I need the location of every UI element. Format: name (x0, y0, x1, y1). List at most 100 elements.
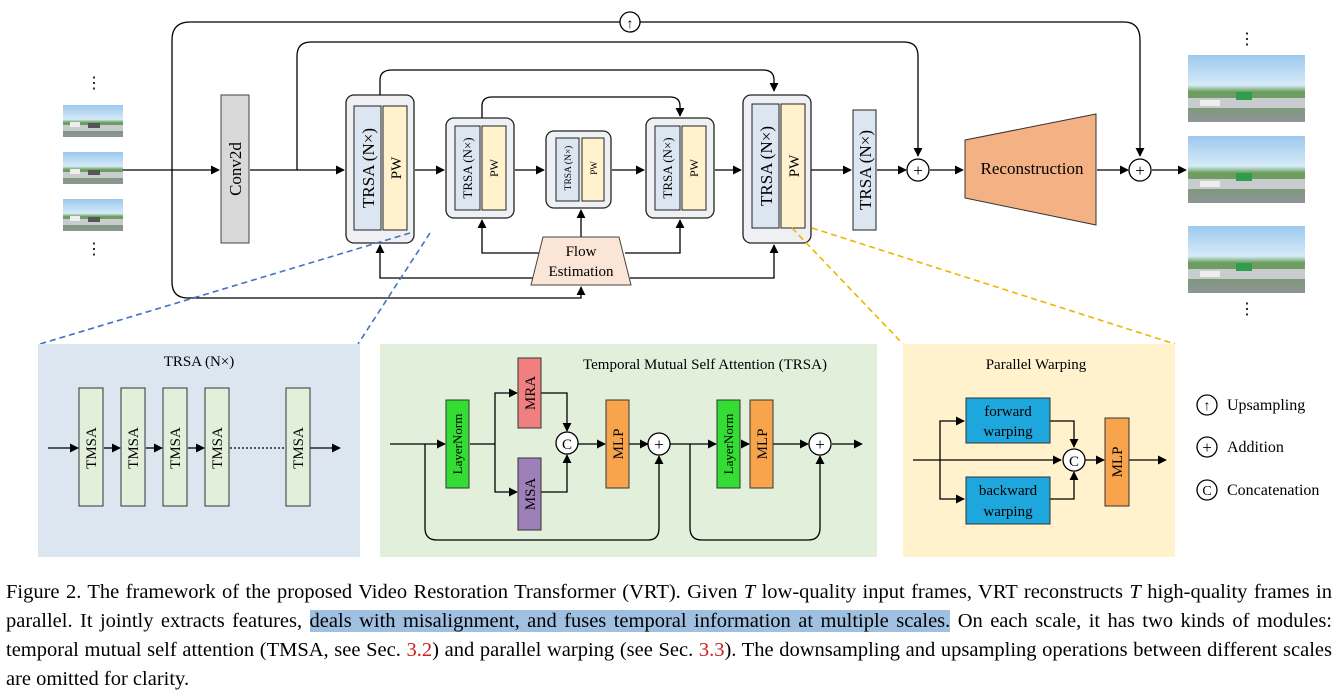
input-frames: ⋮ ⋮ (63, 75, 123, 258)
forward-warping-block: forward warping (965, 397, 1051, 444)
tmsa-label: TMSA (291, 427, 307, 469)
conv2d-label: Conv2d (226, 142, 245, 196)
conv2d-block: Conv2d (220, 94, 250, 244)
mlp-block: MLP (749, 399, 774, 489)
layernorm-label: LayerNorm (721, 414, 736, 475)
concat-icon: C (562, 437, 572, 453)
forward-label-line1: forward (984, 404, 1032, 420)
up-arrow-icon: ↑ (1204, 399, 1211, 414)
msa-label: MSA (523, 478, 539, 511)
layernorm-label: LayerNorm (450, 414, 465, 475)
addition-node: + (647, 432, 671, 456)
concat-node: C (555, 431, 579, 455)
msa-block: MSA (517, 457, 542, 531)
trsa-pw-block: TRSA (N×) PW (645, 117, 715, 219)
panel-title: Temporal Mutual Self Attention (TRSA) (583, 357, 827, 373)
panel-title: TRSA (N×) (164, 354, 235, 370)
mlp-label: MLP (611, 429, 627, 460)
section-ref-link[interactable]: 3.3 (698, 639, 725, 661)
tmsa-label: TMSA (126, 427, 142, 469)
reconstruction-block: Reconstruction (964, 113, 1097, 226)
pw-label: PW (389, 156, 405, 179)
legend-label: Upsampling (1227, 397, 1305, 414)
pw-label: PW (787, 154, 803, 177)
pw-label: PW (687, 158, 701, 177)
legend-addition: + Addition (1196, 436, 1284, 458)
backward-label-line2: warping (983, 504, 1033, 520)
mlp-block: MLP (605, 399, 630, 489)
flow-label-line2: Estimation (549, 264, 614, 280)
backward-label-line1: backward (979, 483, 1038, 499)
addition-node: + (906, 158, 930, 182)
zoom-connector (357, 232, 431, 345)
tmsa-label: TMSA (168, 427, 184, 469)
pw-label: PW (589, 161, 599, 175)
vertical-dots: ⋮ (1239, 301, 1255, 318)
plus-icon: + (1135, 161, 1145, 180)
caption-highlight: deals with misalignment, and fuses tempo… (309, 610, 951, 632)
tmsa-detail-panel: Temporal Mutual Self Attention (TRSA) La… (380, 344, 877, 557)
input-frame (63, 199, 123, 231)
backward-warping-block: backward warping (965, 476, 1051, 525)
output-frame (1188, 136, 1305, 203)
tmsa-label: TMSA (210, 427, 226, 469)
vertical-dots: ⋮ (86, 241, 102, 258)
vertical-dots: ⋮ (86, 75, 102, 92)
pw-label: PW (487, 158, 501, 177)
flow-estimation-block: Flow Estimation (530, 236, 632, 286)
zoom-connector (811, 227, 1176, 345)
tmsa-block: TMSA (204, 387, 230, 507)
caption-text: high-quality frames in parallel. It join… (6, 581, 1332, 632)
input-frame (63, 152, 123, 184)
legend-concatenation: C Concatenation (1196, 479, 1319, 501)
trsa-pw-block: TRSA (N×) PW (345, 94, 415, 244)
concat-node: C (1062, 448, 1086, 472)
trsa-label: TRSA (N×) (460, 137, 475, 198)
trsa-pw-block: TRSA (N×) PW (742, 94, 812, 244)
caption-text: low-quality input frames, VRT reconstruc… (755, 581, 1130, 603)
forward-label-line2: warping (983, 424, 1033, 440)
caption-var: T (743, 581, 756, 603)
trsa-label: TRSA (N×) (660, 137, 675, 198)
tmsa-label: TMSA (84, 427, 100, 469)
top-pipeline: ⋮ ⋮ (63, 11, 1305, 318)
caption-text: ). The downsampling and upsampling opera… (6, 639, 1332, 690)
concat-icon: C (1069, 454, 1079, 470)
plus-icon: + (913, 161, 923, 180)
caption-text: ) and parallel warping (see Sec. (432, 639, 699, 661)
concat-icon: C (1202, 484, 1211, 499)
trsa-label: TRSA (N×) (856, 130, 875, 210)
figure-caption: Figure 2. The framework of the proposed … (6, 578, 1332, 694)
up-arrow-icon: ↑ (627, 17, 634, 32)
tmsa-block: TMSA (78, 387, 104, 507)
trsa-label: TRSA (N×) (563, 146, 574, 191)
tmsa-block: TMSA (120, 387, 146, 507)
caption-var: T (1129, 581, 1141, 603)
upsampling-node: ↑ (619, 11, 641, 33)
trsa-pw-block: TRSA (N×) PW (445, 117, 515, 219)
parallel-warping-panel: Parallel Warping forward warping backwar… (903, 344, 1175, 557)
mra-label: MRA (523, 376, 539, 410)
framework-diagram: ⋮ ⋮ (38, 11, 1319, 557)
trsa-block: TRSA (N×) (852, 109, 877, 231)
plus-icon: + (1202, 438, 1212, 457)
zoom-connector (791, 227, 904, 345)
trsa-pw-block: TRSA (N×) PW (545, 130, 612, 209)
plus-icon: + (815, 435, 825, 454)
legend-label: Concatenation (1227, 482, 1319, 499)
plus-icon: + (654, 435, 664, 454)
flow-label-line1: Flow (566, 244, 597, 260)
reconstruction-label: Reconstruction (981, 159, 1084, 178)
layernorm-block: LayerNorm (716, 399, 741, 489)
trsa-label: TRSA (N×) (359, 128, 378, 208)
caption-text: On each scale, it has two kinds of modul… (6, 610, 1333, 661)
panel-title: Parallel Warping (986, 357, 1087, 373)
section-ref-link[interactable]: 3.2 (406, 639, 433, 661)
input-frame (63, 105, 123, 137)
tmsa-block: TMSA (162, 387, 188, 507)
addition-node: + (1128, 158, 1152, 182)
trsa-label: TRSA (N×) (757, 126, 776, 206)
output-frames: ⋮ ⋮ (1188, 31, 1305, 318)
mlp-label: MLP (755, 429, 771, 460)
tmsa-block: TMSA (285, 387, 311, 507)
